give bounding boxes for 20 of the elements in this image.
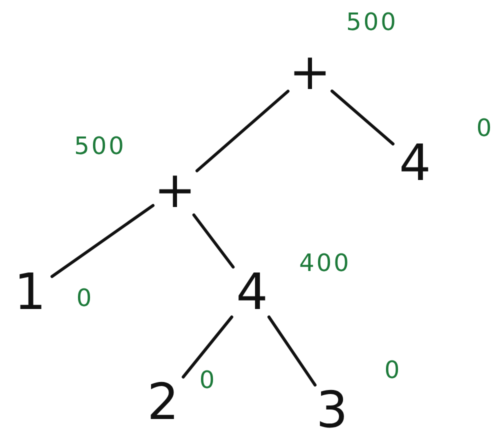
node-symbol: 1: [14, 267, 46, 317]
node-value: 0: [199, 366, 217, 394]
tree-edge: [182, 316, 234, 378]
node-value: 0: [76, 284, 94, 312]
tree-edge: [330, 90, 394, 146]
node-value: 400: [299, 249, 351, 277]
node-value: 500: [346, 8, 398, 36]
node-symbol: +: [154, 165, 196, 215]
node-symbol: 4: [236, 267, 268, 317]
tree-edge: [192, 214, 235, 268]
node-symbol: 3: [316, 385, 348, 435]
node-value: 0: [384, 356, 402, 384]
node-value: 500: [74, 132, 126, 160]
node-value: 0: [476, 114, 494, 142]
node-symbol: +: [289, 47, 331, 97]
node-symbol: 4: [399, 138, 431, 188]
node-symbol: 2: [147, 377, 179, 427]
tree-edge: [50, 204, 154, 278]
tree-edge: [196, 90, 290, 172]
tree-edge: [267, 316, 317, 386]
